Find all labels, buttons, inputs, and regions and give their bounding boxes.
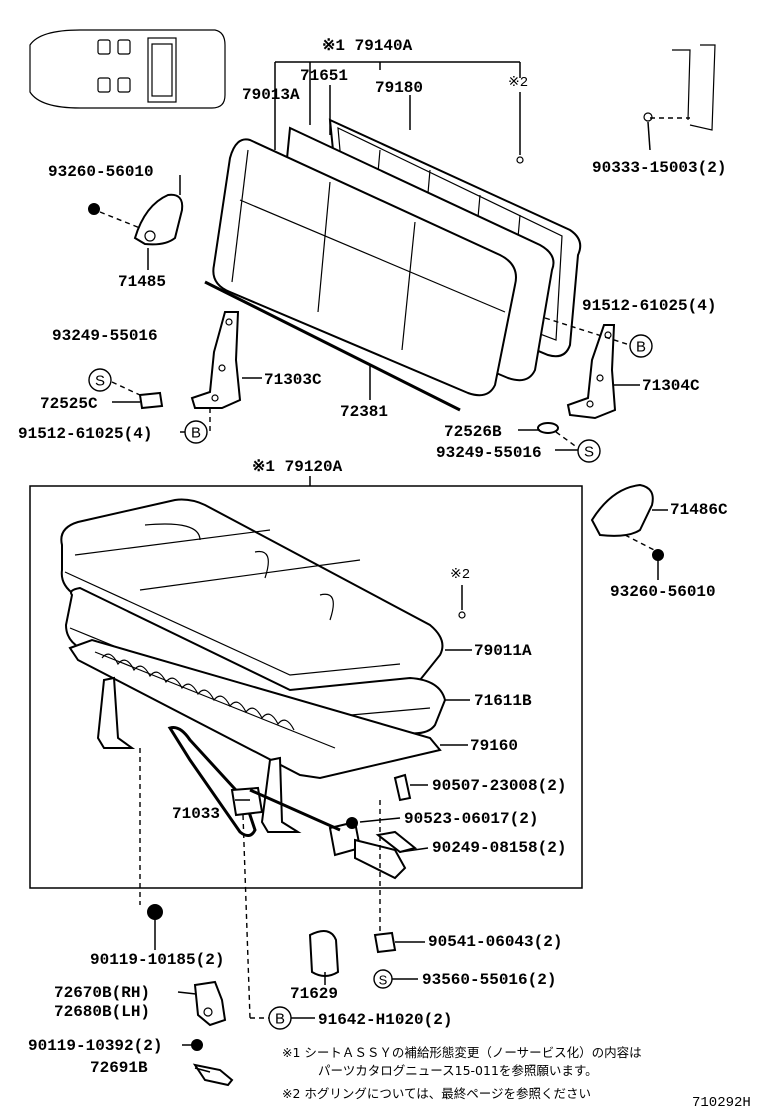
footnotes: ※1 シートＡＳＳＹの補給形態変更（ノーサービス化）の内容は パーツカタログニュ… [282,1045,751,1111]
note-1-line-2: パーツカタログニュース15-011を参照願います。 [318,1063,598,1078]
marker-b-bottom: B [268,1006,315,1030]
svg-text:S: S [95,373,105,390]
svg-text:B: B [275,1011,285,1028]
label-79180: 79180 [375,79,423,97]
side-cover-71485 [88,193,184,246]
label-93249-left: 93249-55016 [52,327,158,345]
label-72526b: 72526B [444,423,502,441]
label-71611b: 71611B [474,692,532,710]
nut-90541 [373,931,425,954]
label-71485: 71485 [118,273,166,291]
cover-71629 [308,930,340,985]
label-71651: 71651 [300,67,348,85]
cushion-assembly-box [29,476,583,889]
label-90249: 90249-08158(2) [432,839,566,857]
figure-code: 710292H [692,1095,751,1111]
side-cover-71486c [590,483,668,580]
label-91642: 91642-H1020(2) [318,1011,452,1029]
below-box-dashes [139,748,381,1019]
label-72670b: 72670B(RH) [54,984,150,1002]
top-assembly-leaders [274,61,521,150]
marker-b-right: B [629,334,653,358]
bolt-90119-a [147,904,163,950]
box-leaders [235,649,472,853]
striker-72670b [177,980,227,1027]
label-79160: 79160 [470,737,518,755]
label-91512-right: 91512-61025(4) [582,297,716,315]
label-71486c: 71486C [670,501,728,519]
label-72525c: 72525C [40,395,98,413]
label-90119-a: 90119-10185(2) [90,951,224,969]
hardware-box [346,585,466,829]
label-72691b: 72691B [90,1059,148,1077]
label-90523: 90523-06017(2) [404,810,538,828]
label-93249-right: 93249-55016 [436,444,542,462]
svg-text:B: B [636,339,646,356]
marker-b-left: B [184,420,208,444]
bolt-90119-b [182,1039,203,1051]
part-labels: ※1 79140A 79013A 71651 79180 ※2 90333-15… [18,37,728,1077]
label-mark2-top: ※2 [508,75,528,91]
label-90507: 90507-23008(2) [432,777,566,795]
label-71304c: 71304C [642,377,700,395]
label-91512-left: 91512-61025(4) [18,425,152,443]
vehicle-locator-icon [29,29,226,109]
svg-text:S: S [379,973,388,988]
label-71629: 71629 [290,985,338,1003]
hinge-71304c [544,317,640,420]
svg-text:S: S [584,444,594,461]
rod-72381 [204,280,461,412]
label-mark2-mid: ※2 [450,567,470,583]
plate-72691b [192,1063,234,1087]
top-leaders [112,175,578,451]
marker-s-left: S [88,368,112,392]
label-79013a: 79013A [242,86,300,104]
label-71303c: 71303C [264,371,322,389]
label-93260-top: 93260-56010 [48,163,154,181]
hog-ring-pin-top [516,44,716,164]
seat-back-cover [212,138,517,397]
label-93260-right: 93260-56010 [610,583,716,601]
note-2: ※2 ホグリングについては、最終ページを参照ください [282,1086,591,1101]
label-72381: 72381 [340,403,388,421]
label-93560: 93560-55016(2) [422,971,556,989]
label-90119-b: 90119-10392(2) [28,1037,162,1055]
label-71033: 71033 [172,805,220,823]
svg-text:B: B [191,425,201,442]
cushion-legs [96,676,418,880]
label-90541: 90541-06043(2) [428,933,562,951]
marker-s-right: S [577,439,601,463]
label-90333: 90333-15003(2) [592,159,726,177]
clip-72526b [537,422,579,449]
label-79120a: ※1 79120A [252,458,343,476]
clip-72525c [111,381,164,410]
hinge-71303c [190,311,262,432]
marker-s-bottom: S [373,969,418,989]
note-1-line-1: ※1 シートＡＳＳＹの補給形態変更（ノーサービス化）の内容は [282,1045,642,1060]
label-79011a: 79011A [474,642,532,660]
label-72680b: 72680B(LH) [54,1003,150,1021]
label-79140a: ※1 79140A [322,37,413,55]
